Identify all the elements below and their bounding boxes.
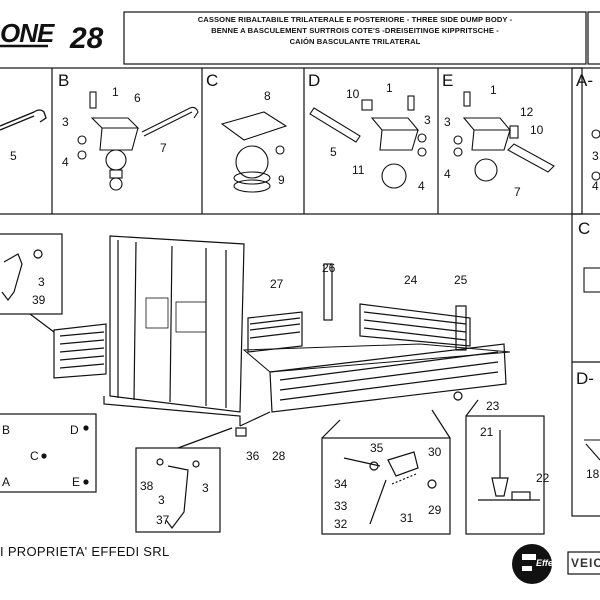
logo-brand-text: Effedi <box>536 558 561 568</box>
callout-b-3: 3 <box>62 115 69 129</box>
callout-b-1: 1 <box>112 85 119 99</box>
front-headboard <box>109 235 245 413</box>
detail-hook-box <box>465 399 545 535</box>
right-panel-letter-d: D- <box>576 369 594 388</box>
callout-e-7: 7 <box>514 185 521 199</box>
body-floor <box>242 343 511 373</box>
gate-post-25 <box>455 305 467 351</box>
callout-5-topleft: 5 <box>10 149 17 163</box>
panel-d-parts <box>309 95 427 189</box>
callout-hook-22: 22 <box>536 471 550 485</box>
callout-right-18: 18 <box>586 467 600 481</box>
callout-d-5: 5 <box>330 145 337 159</box>
effedi-logo <box>512 544 600 584</box>
callout-39-39: 39 <box>32 293 46 307</box>
callout-pin-31: 31 <box>400 511 414 525</box>
spring-part-topleft <box>0 109 47 131</box>
detail-39-box <box>0 233 63 333</box>
right-side-gate <box>359 303 471 347</box>
callout-d-3: 3 <box>424 113 431 127</box>
callout-pin-33: 33 <box>334 499 348 513</box>
key-label-b: B <box>2 423 10 437</box>
key-label-d: D <box>70 423 79 437</box>
callout-e-4: 4 <box>444 167 451 181</box>
callout-hook-21: 21 <box>480 425 494 439</box>
page-number: 28 <box>70 22 104 55</box>
callout-main-25: 25 <box>454 273 468 287</box>
callout-pin-29: 29 <box>428 503 442 517</box>
detail-pin-box <box>321 409 451 535</box>
callout-e-10: 10 <box>530 123 544 137</box>
title-line-3: CAIÓN BASCULANTE TRILATERAL <box>289 37 421 46</box>
right-panel-letter-c: C <box>578 219 590 238</box>
left-side-gate <box>53 323 107 379</box>
title-block: CASSONE RIBALTABILE TRILATERALE E POSTER… <box>126 14 584 62</box>
callout-right-3: 3 <box>592 149 599 163</box>
prop-rod-26 <box>323 263 333 321</box>
callout-39-3: 3 <box>38 275 45 289</box>
dump-body-assembly <box>53 235 511 437</box>
panel-letter-d: D <box>308 71 320 90</box>
right-panel-letter-a: A- <box>576 71 593 90</box>
callout-b-7: 7 <box>160 141 167 155</box>
panel-letter-b: B <box>58 71 69 90</box>
callout-main-23: 23 <box>486 399 500 413</box>
callout-d-10: 10 <box>346 87 360 101</box>
panel-e-parts <box>453 91 555 182</box>
callout-pin-32: 32 <box>334 517 348 531</box>
callout-d-4: 4 <box>418 179 425 193</box>
right-side-panels <box>571 67 600 517</box>
rear-left-gate <box>247 311 303 353</box>
callout-37-3a: 3 <box>158 493 165 507</box>
key-label-e: E <box>72 475 80 489</box>
callout-main-24: 24 <box>404 273 418 287</box>
layout-key-box <box>0 413 97 493</box>
callout-main-36: 36 <box>246 449 260 463</box>
panel-letter-c: C <box>206 71 218 90</box>
callout-b-4: 4 <box>62 155 69 169</box>
brand-logo-fragment: ONE <box>0 18 54 48</box>
callout-main-28: 28 <box>272 449 286 463</box>
callout-d-11: 11 <box>352 163 365 177</box>
callout-main-26: 26 <box>322 261 336 275</box>
callout-e-3: 3 <box>444 115 451 129</box>
panel-b-parts <box>77 91 199 191</box>
headboard-grille <box>145 297 169 329</box>
callout-pin-30: 30 <box>428 445 442 459</box>
callout-c-9: 9 <box>278 173 285 187</box>
callout-b-6: 6 <box>134 91 141 105</box>
callout-pin-35: 35 <box>370 441 384 455</box>
callout-c-8: 8 <box>264 89 271 103</box>
callout-e-1: 1 <box>490 83 497 97</box>
panel-letter-e: E <box>442 71 453 90</box>
callout-right-4: 4 <box>592 179 599 193</box>
callout-main-27: 27 <box>270 277 284 291</box>
key-label-a: A <box>2 475 10 489</box>
callout-pin-34: 34 <box>334 477 348 491</box>
right-partial-parts <box>583 129 600 461</box>
logo-tail-text: VEIC <box>571 556 600 570</box>
callout-37-3b: 3 <box>202 481 209 495</box>
callout-37-37: 37 <box>156 513 170 527</box>
title-box-frame <box>123 11 587 65</box>
key-label-c: C <box>30 449 39 463</box>
title-line-1: CASSONE RIBALTABILE TRILATERALE E POSTER… <box>197 15 513 24</box>
detail-37-box <box>135 427 233 533</box>
callout-37-38: 38 <box>140 479 154 493</box>
main-side-gate <box>269 343 507 413</box>
top-panels-frame <box>0 67 583 215</box>
callout-e-12: 12 <box>520 105 534 119</box>
property-notice: I PROPRIETA' EFFEDI SRL <box>0 544 170 559</box>
title-line-2: BENNE A BASCULEMENT SURTROIS COTE'S -DRE… <box>211 26 499 35</box>
callout-d-1: 1 <box>386 81 393 95</box>
header-side-box <box>587 11 600 65</box>
panel-c-parts <box>220 111 288 193</box>
